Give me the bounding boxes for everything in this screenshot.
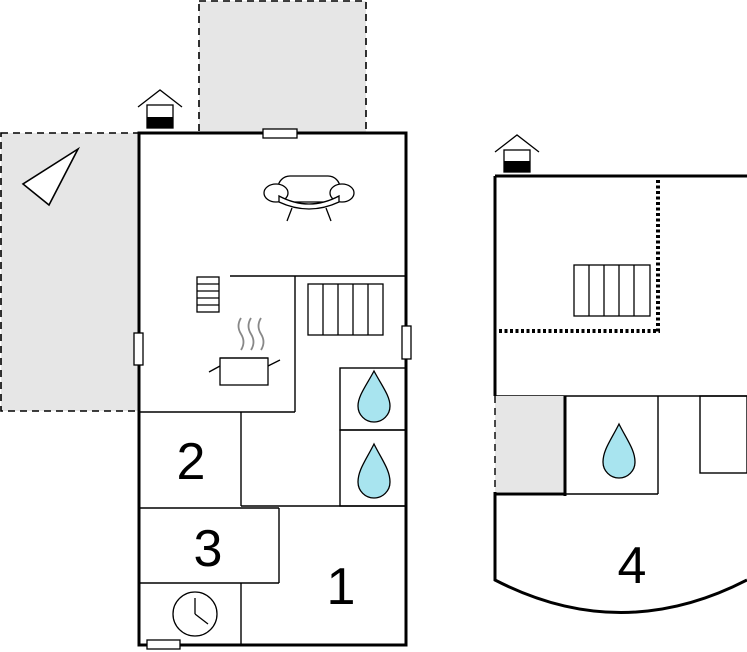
- clock-icon: [172, 591, 218, 637]
- stairs-icon: [573, 264, 651, 317]
- window-icon: [146, 639, 181, 650]
- water-drop-icon: [602, 422, 636, 479]
- window-icon: [133, 332, 144, 366]
- entrance-icon: [137, 89, 183, 129]
- outdoor-nook: [495, 396, 565, 492]
- room-number: 2: [177, 433, 206, 491]
- entrance-icon: [494, 134, 540, 173]
- room-number: 3: [194, 520, 223, 578]
- water-drop-icon: [357, 442, 391, 499]
- room-number: 4: [618, 537, 647, 595]
- kitchen-pot-icon: [208, 317, 281, 386]
- left-interior-walls: [139, 275, 407, 645]
- window-icon: [262, 128, 298, 139]
- stairs-icon: [196, 276, 220, 313]
- stairs-icon: [307, 283, 384, 336]
- sofa-icon: [263, 175, 355, 222]
- terrace-top: [198, 0, 367, 134]
- left-floor-plan: 2 3 1: [0, 0, 412, 650]
- room-number: 1: [327, 558, 356, 616]
- right-outer-wall: [493, 174, 747, 614]
- compass-icon: [21, 146, 81, 207]
- right-floor-plan: 4: [493, 134, 747, 614]
- window-icon: [401, 325, 412, 360]
- terrace-left: [0, 132, 140, 412]
- water-drop-icon: [357, 369, 391, 423]
